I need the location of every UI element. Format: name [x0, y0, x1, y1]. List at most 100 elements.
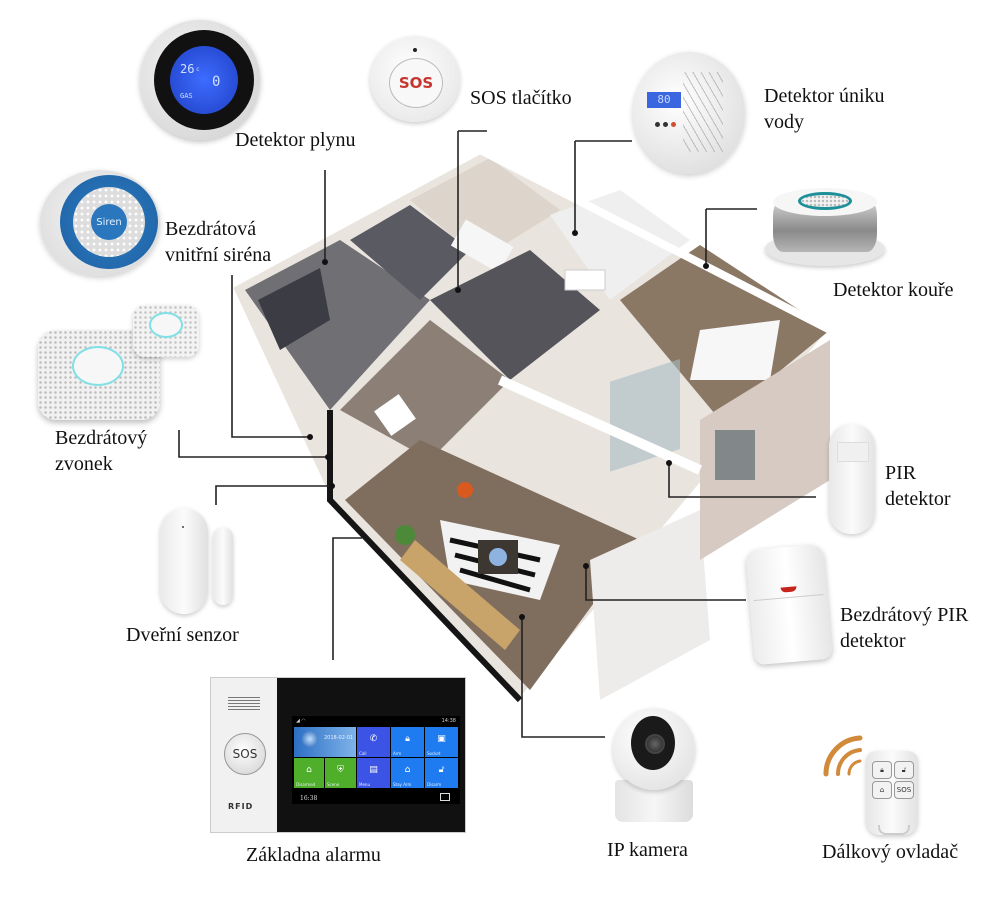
sos-button-face: SOS	[389, 58, 443, 108]
tile-label: Stay Arm	[393, 782, 412, 787]
tile-label: Scene	[327, 782, 340, 787]
room-dining	[340, 320, 510, 460]
camera-face	[631, 716, 675, 770]
menu-icon: ▤	[369, 765, 378, 775]
gas-detector-screen: 26 c 0 GAS	[170, 46, 238, 114]
remote-home-icon: ⌂	[872, 781, 892, 799]
detector-vent	[683, 72, 723, 152]
label-siren-1: Bezdrátová	[165, 218, 257, 240]
wireless-siren-device: Siren	[40, 170, 160, 276]
status-time: 14:38	[441, 718, 456, 724]
smoke-ring	[798, 192, 852, 210]
remote-unlock-icon: 🔓︎	[894, 761, 914, 779]
led-dot	[663, 122, 668, 127]
alarm-base-device: SOS RFID ◢ ◠ 14:38 2018-02-01 ✆ Call 🔒︎ Ar…	[210, 677, 466, 833]
unlock-icon: 🔓︎	[438, 765, 445, 775]
wireless-signal-icon	[823, 735, 863, 777]
tile-label: Disarm	[427, 782, 442, 787]
led-dot	[671, 122, 676, 127]
panel-status-bar: ◢ ◠ 14:38	[292, 716, 460, 727]
ip-camera-device	[613, 708, 695, 830]
tile-date: 2018-02-01	[294, 727, 356, 757]
gas-temp-readout: 26	[180, 62, 195, 76]
doorbell-push	[151, 314, 181, 336]
door-sensor-led	[182, 526, 184, 528]
label-doorbell-2: zvonek	[55, 453, 113, 475]
sos-led	[413, 48, 417, 52]
gas-reading: 0	[212, 74, 221, 90]
tile-label: Disarmed	[296, 782, 316, 787]
panel-screen: ◢ ◠ 14:38 2018-02-01 ✆ Call 🔒︎ Arm ▣ Socket…	[292, 716, 460, 804]
label-smoke-detector: Detektor kouře	[833, 279, 954, 301]
door-sensor-main	[160, 508, 208, 614]
smoke-detector-device	[765, 180, 885, 270]
label-wireless-pir-1: Bezdrátový PIR	[840, 604, 969, 626]
rfid-label: RFID	[228, 802, 254, 811]
tile-label: Socket	[427, 751, 441, 756]
remote-sos-button: SOS	[894, 781, 914, 799]
label-ip-camera: IP kamera	[607, 839, 688, 861]
label-doorbell-1: Bezdrátový	[55, 427, 148, 449]
wireless-pir-device	[745, 543, 833, 666]
camera-lens-icon	[645, 734, 665, 754]
gas-detector-bezel: 26 c 0 GAS	[154, 30, 254, 130]
led-dot	[655, 122, 660, 127]
screen-toggle-icon	[440, 793, 450, 801]
label-wireless-pir-2: detektor	[840, 630, 906, 652]
room-balcony	[590, 510, 710, 700]
camera-head	[613, 708, 695, 790]
tile-stay-arm: ⌂ Stay Arm	[391, 758, 424, 788]
tile-menu: ▤ Menu	[357, 758, 390, 788]
tile-label: Arm	[393, 751, 402, 756]
gas-label: GAS	[180, 92, 193, 100]
tile-disarmed: ⌂Disarmed	[294, 758, 324, 788]
label-siren-2: vnitřní siréna	[165, 244, 272, 266]
tile-call: ✆ Call	[357, 727, 390, 757]
globe-icon	[302, 731, 318, 747]
tile-socket: ▣ Socket	[425, 727, 458, 757]
speaker-grille-icon	[228, 696, 260, 710]
remote-control-device: 🔒︎ 🔓︎ ⌂ SOS	[866, 751, 918, 835]
pir-red-indicator	[780, 586, 797, 593]
shield-icon: ⛨	[337, 765, 344, 775]
siren-grille: Siren	[73, 187, 145, 257]
siren-ring: Siren	[60, 175, 158, 269]
tile-label: Menu	[359, 782, 370, 787]
tile-label: Call	[359, 751, 367, 756]
label-door-sensor: Dveřní senzor	[126, 624, 239, 646]
water-lcd: 80	[647, 92, 681, 108]
label-pir-2: detektor	[885, 488, 951, 510]
socket-icon: ▣	[437, 734, 446, 744]
tile-disarm: 🔓︎ Disarm	[425, 758, 458, 788]
panel-side: SOS RFID	[211, 678, 277, 832]
gas-detector-device: 26 c 0 GAS	[140, 20, 260, 140]
pir-detector-device	[829, 424, 875, 534]
tile-arm: 🔒︎ Arm	[391, 727, 424, 757]
doorbell-button	[74, 348, 122, 384]
phone-icon: ✆	[369, 734, 378, 744]
label-pir-1: PIR	[885, 462, 917, 484]
remote-lock-icon: 🔒︎	[872, 761, 892, 779]
panel-clock: 16:38	[300, 795, 318, 802]
door-sensor-magnet	[213, 527, 233, 605]
label-sos-button: SOS tlačítko	[470, 87, 572, 109]
pir-seam	[753, 593, 824, 602]
tile-scene: ⛨ Scene	[325, 758, 356, 788]
label-alarm-base: Základna alarmu	[246, 844, 381, 866]
keyring-loop	[878, 825, 910, 835]
panel-sos-button: SOS	[224, 733, 266, 775]
signal-wifi-icon: ◢ ◠	[296, 718, 306, 724]
sos-button-device: SOS	[370, 36, 460, 122]
siren-badge: Siren	[91, 204, 127, 240]
gas-temp-unit: c	[196, 66, 200, 73]
room-bathroom	[350, 205, 470, 300]
lock-icon: 🔒︎	[405, 734, 410, 744]
pir-lens	[837, 442, 869, 462]
label-remote-control: Dálkový ovladač	[822, 841, 959, 863]
label-water-leak-2: vody	[764, 111, 804, 133]
label-gas-detector: Detektor plynu	[235, 129, 356, 151]
home-icon: ⌂	[404, 765, 411, 775]
water-leak-detector-device: 80	[633, 52, 745, 174]
label-water-leak-1: Detektor úniku	[764, 85, 885, 107]
